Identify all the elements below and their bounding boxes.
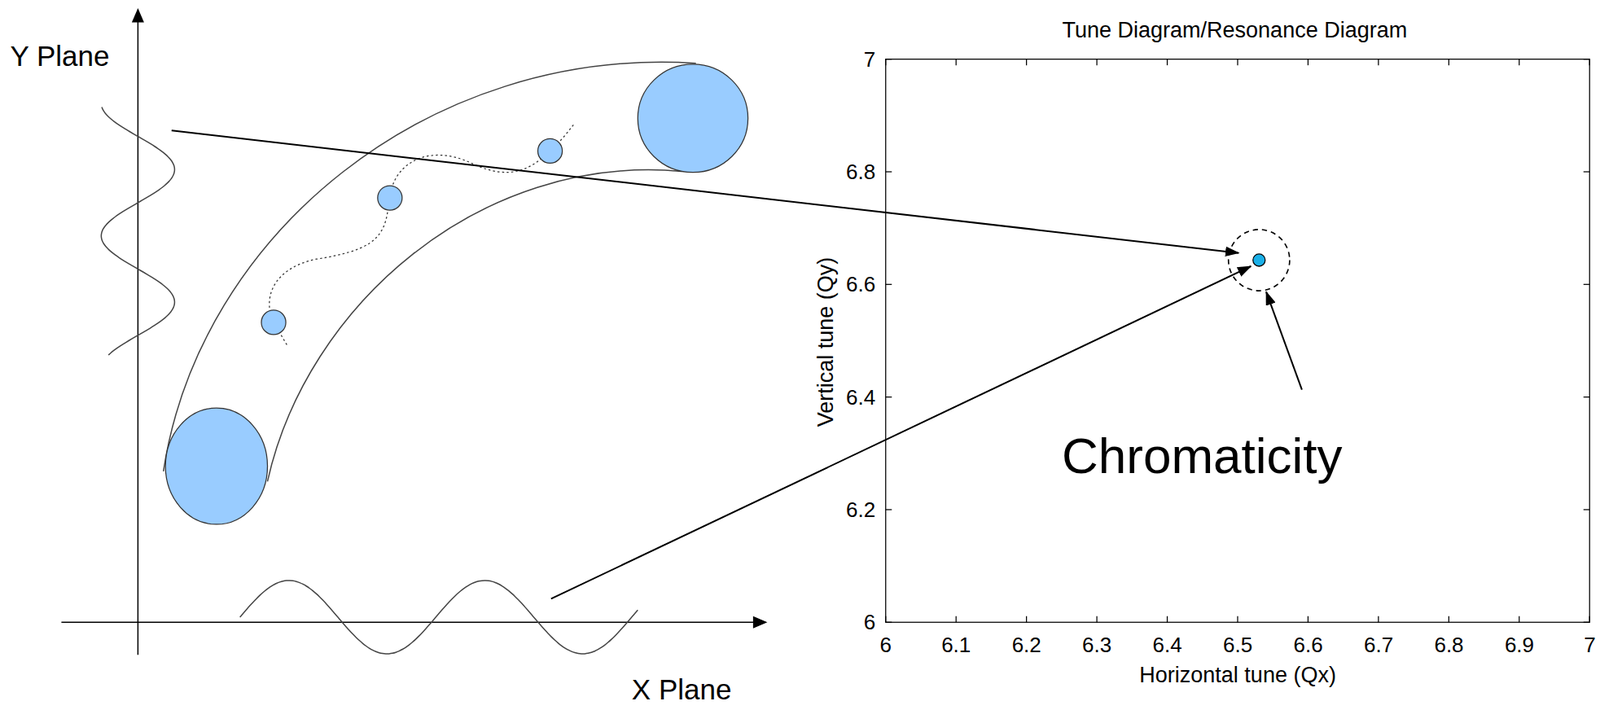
beam-bunch: [165, 407, 268, 525]
tick: [885, 508, 893, 510]
tick-label: 6.2: [846, 498, 876, 522]
axis-arrowhead: [753, 616, 768, 629]
beam-pipe-inner: [267, 170, 683, 483]
tick: [955, 616, 957, 623]
tick: [1025, 59, 1027, 66]
axis-label: Vertical tune (Qy): [814, 257, 839, 428]
tick-label: 7: [1583, 633, 1596, 658]
tick: [1583, 58, 1591, 60]
plane-label: Y Plane: [10, 40, 110, 73]
tick: [1307, 59, 1309, 66]
leader-arrow: [1266, 291, 1302, 390]
plane-label: X Plane: [631, 674, 733, 706]
tick-label: 6.4: [1152, 633, 1183, 658]
tick: [1377, 616, 1379, 623]
tick: [1166, 59, 1168, 66]
tick-label: 6.6: [846, 272, 876, 297]
chart-title: Tune Diagram/Resonance Diagram: [1061, 18, 1408, 44]
tick: [1095, 59, 1097, 66]
tick-label: 7: [863, 47, 876, 71]
tick: [1307, 616, 1309, 623]
callout-label: Chromaticity: [1061, 428, 1343, 484]
particle-trajectory: [269, 123, 575, 346]
tick-label: 6.3: [1082, 633, 1112, 658]
tick-label: 6: [863, 610, 876, 635]
tick: [1589, 59, 1591, 66]
tick: [885, 284, 893, 285]
beam-bunch: [637, 64, 748, 173]
tick: [885, 622, 893, 623]
tick: [1583, 284, 1591, 285]
oscillations: [100, 107, 638, 654]
particle: [377, 185, 403, 211]
tune-point: [1253, 254, 1266, 267]
beam-illustration: [61, 8, 768, 655]
x-axis: [61, 622, 755, 624]
axis-ticks: [885, 59, 1590, 623]
tick: [955, 59, 957, 66]
tick-label: 6.9: [1504, 633, 1535, 658]
axis-label: Horizontal tune (Qx): [1139, 663, 1337, 689]
tick-label: 6.7: [1363, 633, 1394, 658]
particle: [538, 138, 563, 163]
tick-label: 6.5: [1223, 633, 1253, 658]
tick-label: 6.8: [1433, 633, 1464, 658]
vertical-oscillation: [100, 107, 175, 356]
tick: [1025, 616, 1027, 623]
tick-label: 6.2: [1012, 633, 1042, 658]
tick: [1236, 59, 1238, 66]
tick: [1518, 616, 1520, 623]
tick: [1583, 170, 1591, 172]
tick: [1583, 508, 1591, 510]
tick: [1166, 616, 1168, 623]
tick: [885, 59, 886, 66]
tick: [885, 170, 893, 172]
tick: [1583, 396, 1591, 398]
tick-label: 6: [880, 633, 892, 658]
tick: [1095, 616, 1097, 623]
tick: [1589, 616, 1591, 623]
leader-arrow: [171, 130, 1240, 253]
tick: [1448, 616, 1450, 623]
tick: [1583, 622, 1591, 623]
tick-label: 6.4: [846, 385, 876, 409]
plot-frame: [885, 59, 1590, 623]
particle: [261, 310, 286, 335]
tune-spread-circle: [1228, 229, 1290, 291]
tick-label: 6.1: [941, 633, 971, 658]
leader-arrows: [171, 130, 1302, 599]
tick: [885, 616, 886, 623]
tick: [885, 396, 893, 398]
axis-arrowhead: [131, 8, 145, 23]
tick: [1518, 59, 1520, 66]
tick-label: 6.8: [846, 160, 876, 185]
beam-pipe-outer: [163, 61, 697, 472]
tick: [1236, 616, 1238, 623]
tick: [1448, 59, 1450, 66]
tick: [1377, 59, 1379, 66]
tune-chart: [885, 59, 1590, 623]
tick: [885, 58, 893, 60]
horizontal-oscillation: [240, 580, 639, 654]
tick-label: 6.6: [1293, 633, 1324, 658]
